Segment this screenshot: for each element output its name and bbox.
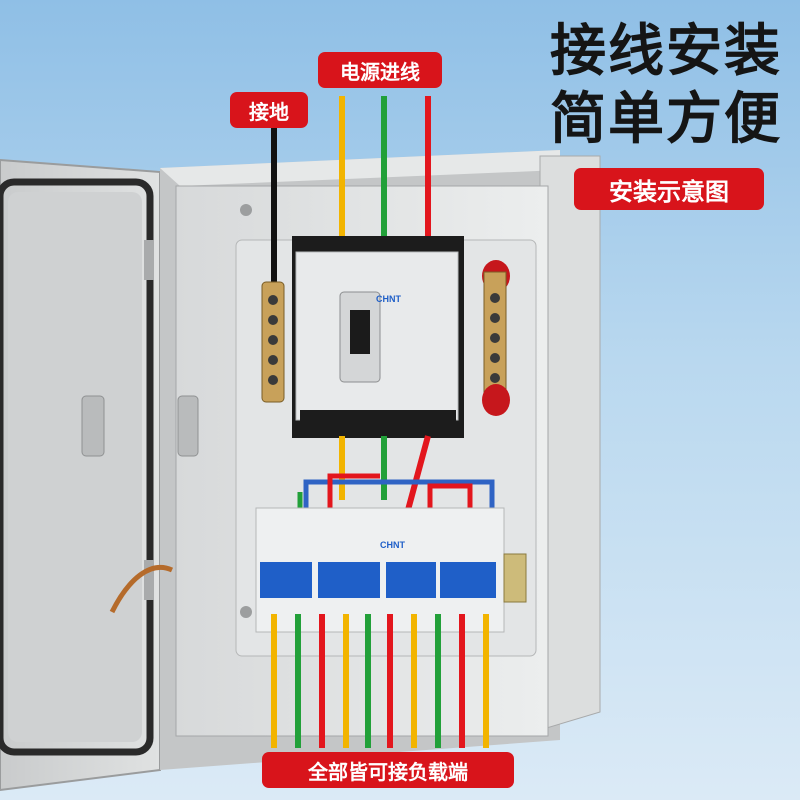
- hinge-icon: [144, 560, 154, 600]
- door-handle-icon[interactable]: [81, 395, 105, 457]
- breaker-toggle[interactable]: [350, 310, 370, 354]
- load-terminals-label: 全部皆可接负载端: [262, 752, 514, 788]
- hinge-icon: [144, 240, 154, 280]
- load-wires: [271, 614, 489, 748]
- ground-screws: [268, 295, 278, 385]
- cabinet-door: [0, 158, 161, 792]
- headline-line-1: 接线安装: [550, 19, 782, 84]
- installation-diagram-badge: 安装示意图: [574, 168, 764, 210]
- neutral-terminal-bar: [482, 260, 510, 416]
- latch-icon[interactable]: [177, 395, 199, 457]
- main-breaker-brand: CHNT: [376, 294, 401, 304]
- mcb-row: [255, 473, 527, 633]
- mcb-brand: CHNT: [380, 540, 405, 550]
- incoming-wires: [339, 96, 431, 246]
- door-earthing-strap: [109, 564, 174, 614]
- power-input-label: 电源进线: [318, 52, 442, 88]
- din-terminal-block: [503, 553, 527, 603]
- ground-label: 接地: [230, 92, 308, 128]
- main-circuit-breaker: [292, 236, 464, 511]
- headline-line-2: 简单方便: [550, 87, 782, 152]
